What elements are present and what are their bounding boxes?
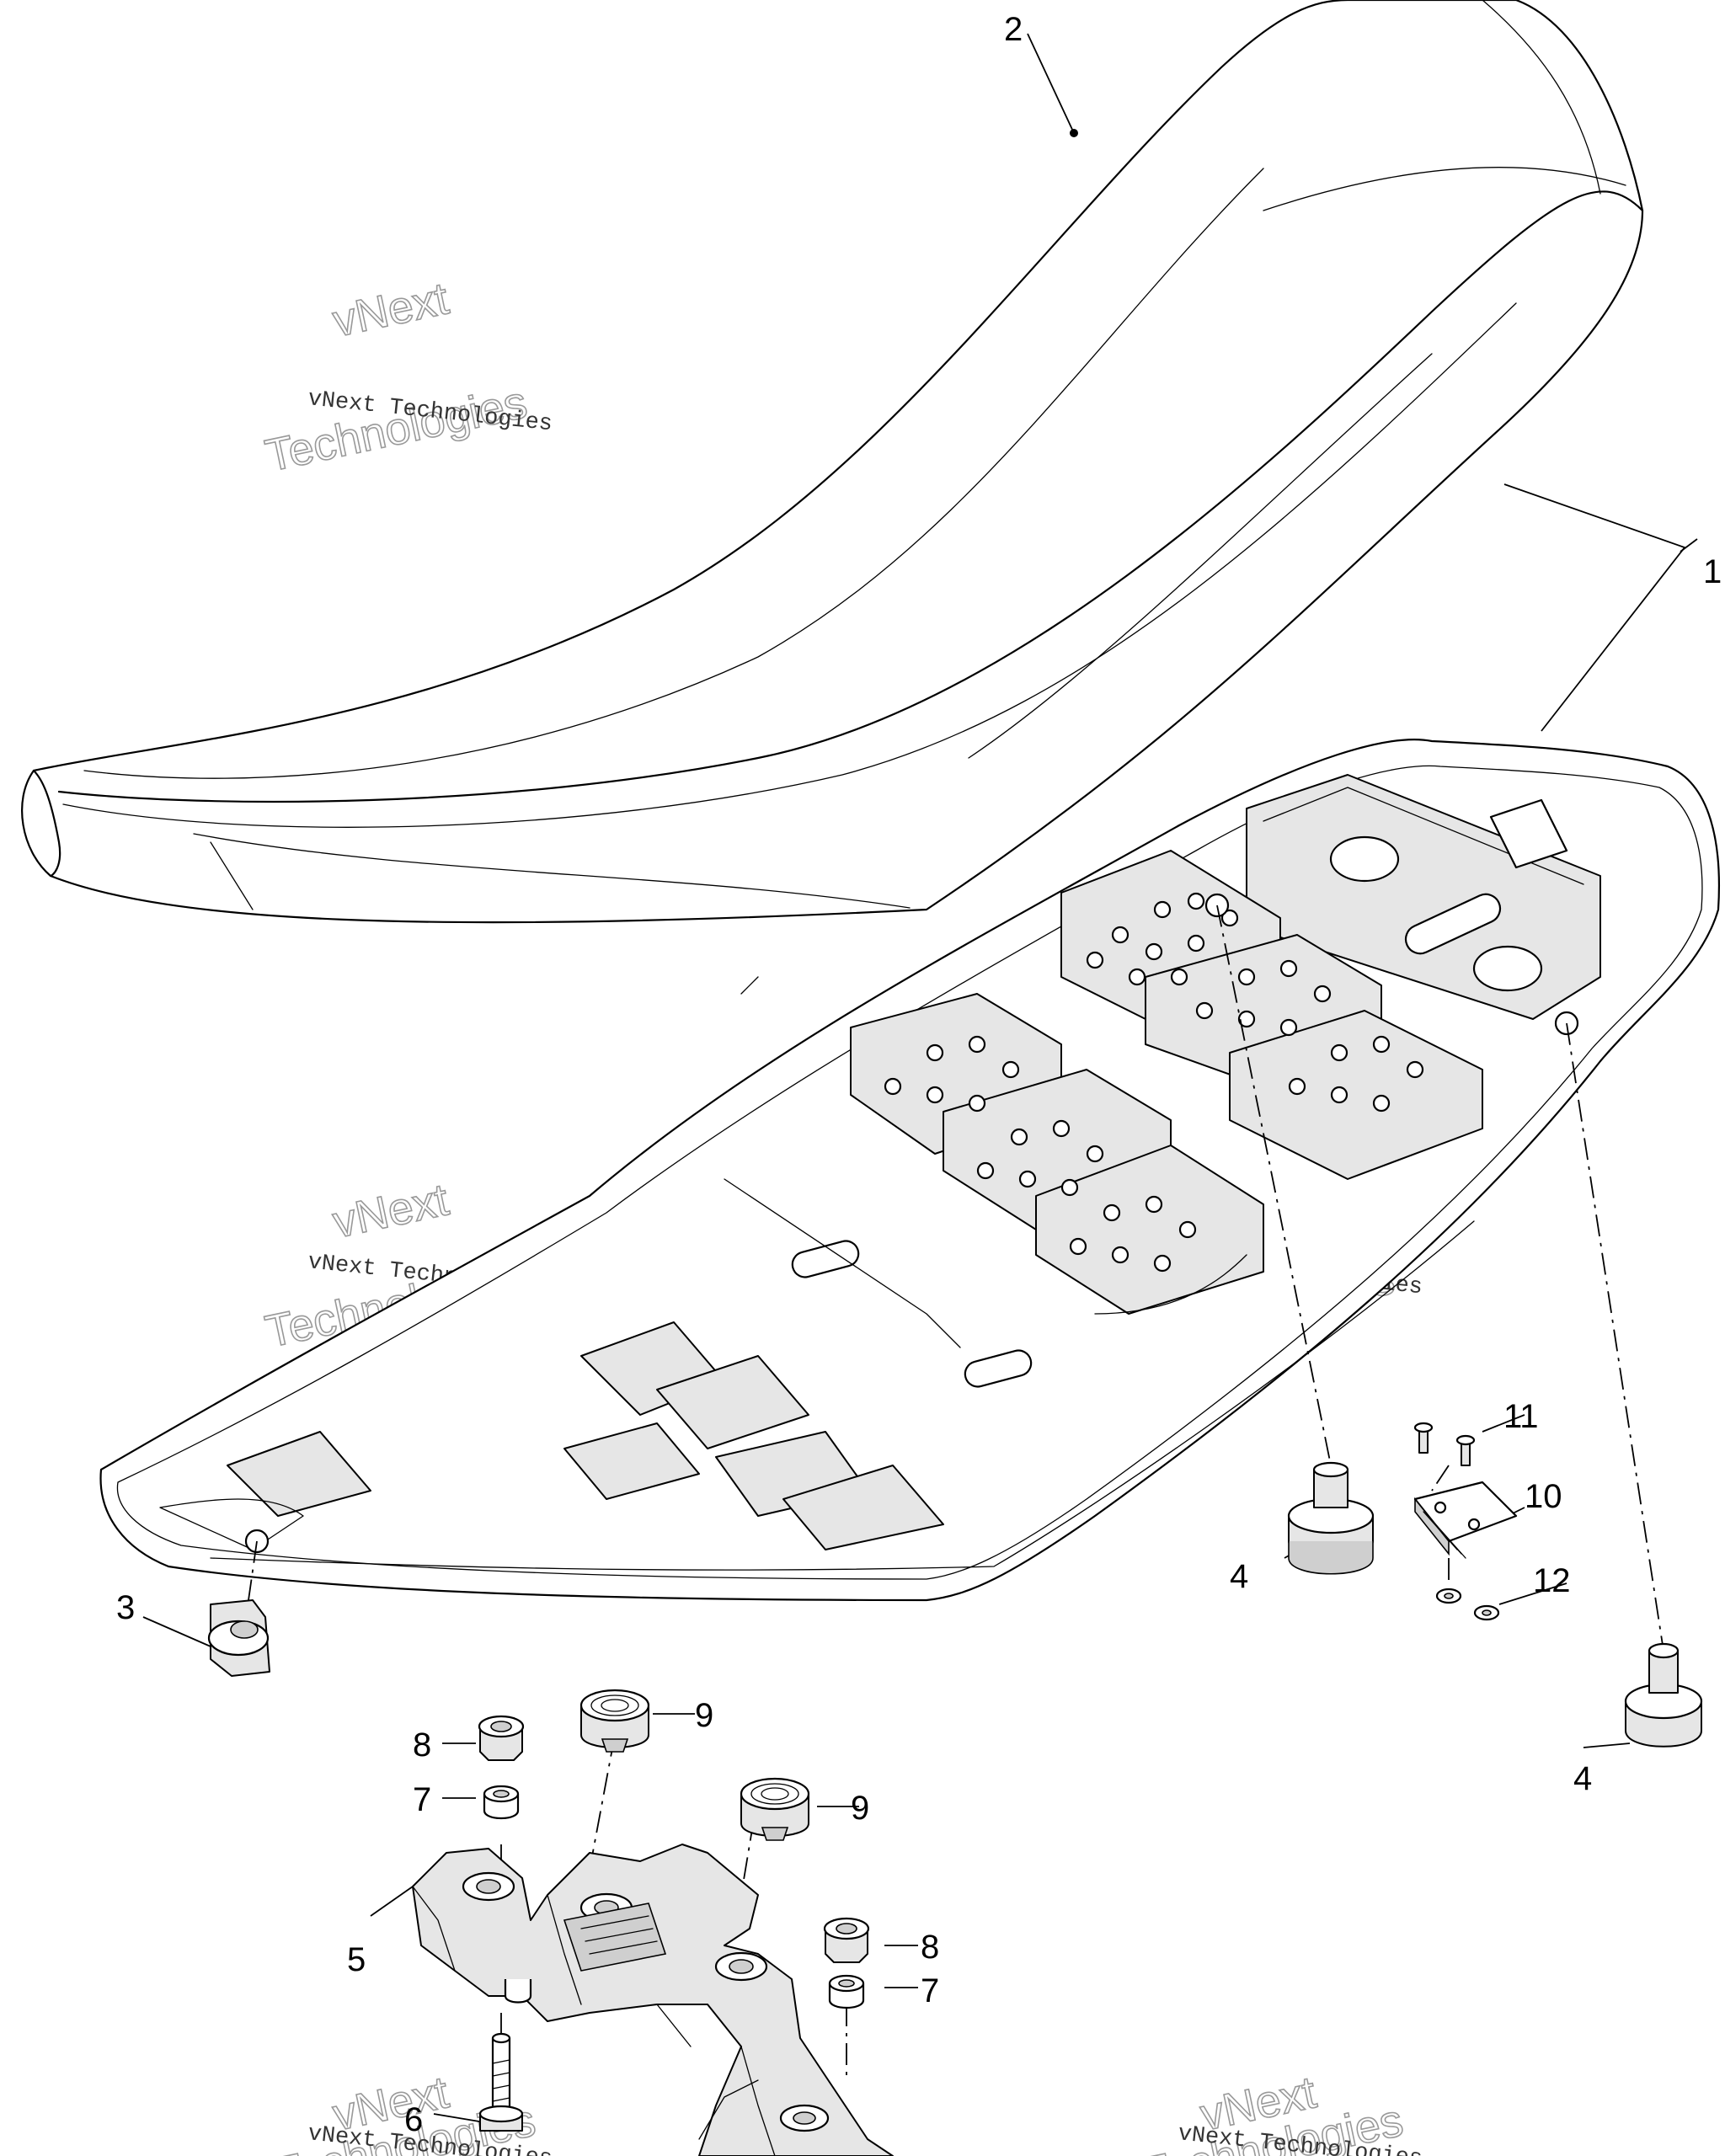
spacer-left bbox=[483, 1785, 520, 1820]
bumper-rear-right bbox=[1624, 1642, 1703, 1748]
watermark-bottom-right: vNext Technologies vNext Technologies bbox=[1136, 2067, 1423, 2156]
grommet-upper bbox=[579, 1689, 650, 1753]
callout-2: 2 bbox=[1004, 11, 1023, 48]
latch-screws bbox=[1413, 1422, 1476, 1466]
latch-washers bbox=[1435, 1588, 1500, 1621]
seat-bracket bbox=[412, 1844, 894, 2156]
svg-text:vNext: vNext bbox=[328, 1174, 453, 1247]
bolt bbox=[478, 2032, 524, 2132]
callout-labels: 1 2 3 4 4 5 6 7 7 8 8 9 9 10 11 12 bbox=[116, 11, 1722, 2138]
callout-9a: 9 bbox=[695, 1697, 713, 1734]
seat-base-holes bbox=[884, 892, 1424, 1273]
watermark-top-left: vNext Technologies vNext Technologies bbox=[260, 273, 553, 483]
bumper-front bbox=[207, 1599, 270, 1677]
bumper-rear-left bbox=[1287, 1461, 1375, 1575]
seat-cover bbox=[21, 0, 1644, 924]
nut-right bbox=[823, 1917, 870, 1963]
spacer-right bbox=[828, 1974, 865, 2009]
callout-4a: 4 bbox=[1230, 1558, 1248, 1595]
callout-12: 12 bbox=[1533, 1562, 1571, 1599]
callout-7a: 7 bbox=[413, 1781, 431, 1818]
nut-left bbox=[478, 1715, 525, 1761]
callout-8a: 8 bbox=[413, 1726, 431, 1764]
seat-base bbox=[99, 739, 1720, 1602]
callout-4b: 4 bbox=[1573, 1760, 1592, 1797]
latch-plate bbox=[1413, 1481, 1518, 1559]
callout-6: 6 bbox=[404, 2101, 423, 2138]
callout-11: 11 bbox=[1503, 1398, 1539, 1435]
callout-1: 1 bbox=[1703, 553, 1722, 590]
callout-5: 5 bbox=[347, 1941, 366, 1978]
svg-text:vNext: vNext bbox=[328, 273, 453, 346]
callout-3: 3 bbox=[116, 1589, 135, 1626]
grommet-lower bbox=[740, 1777, 810, 1841]
callout-7b: 7 bbox=[921, 1972, 939, 2009]
callout-9b: 9 bbox=[851, 1790, 869, 1827]
callout-10: 10 bbox=[1525, 1478, 1562, 1515]
callout-8b: 8 bbox=[921, 1929, 939, 1966]
